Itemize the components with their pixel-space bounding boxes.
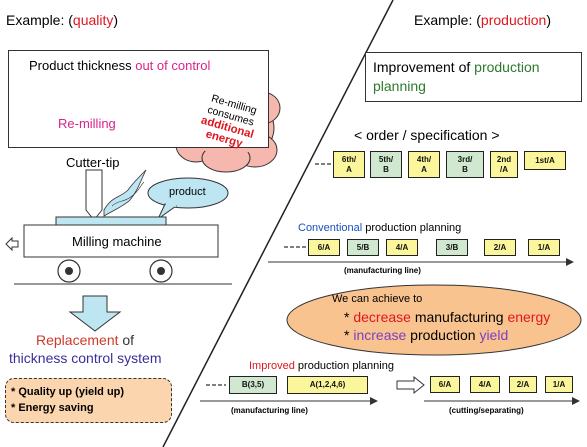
replacement-line-2: thickness control system xyxy=(9,350,162,366)
order-spec-label: < order / specification > xyxy=(354,127,500,143)
order-cell: 5th/ B xyxy=(370,151,402,178)
problem-text: Product thickness out of control xyxy=(29,58,210,73)
left-heading-suffix: ) xyxy=(113,12,119,28)
bullet-2-highlight: increase xyxy=(353,327,407,343)
bullet-2-middle: production xyxy=(406,327,480,343)
improved-suffix: production planning xyxy=(294,360,394,372)
manufacturing-line-label: (manufacturing line) xyxy=(344,266,421,275)
conventional-cell: 2/A xyxy=(484,239,516,256)
conventional-cell: 4/A xyxy=(386,239,418,256)
cutting-label: (cutting/separating) xyxy=(449,406,524,415)
benefit-1: * Quality up (yield up) xyxy=(11,386,125,398)
bullet-1: * decrease manufacturing energy xyxy=(344,309,550,325)
improvement-word: production xyxy=(474,59,540,75)
improvement-line-1: Improvement of production xyxy=(373,59,540,75)
replacement-text: Replacement of xyxy=(36,332,134,348)
conventional-cell: 3/B xyxy=(436,239,468,256)
bullet-1-star: * xyxy=(344,309,354,325)
bullet-2: * increase production yield xyxy=(344,327,508,343)
benefit-2: * Energy saving xyxy=(11,402,94,414)
problem-box xyxy=(8,50,269,148)
cutting-cell: 6/A xyxy=(430,376,460,393)
bullet-1-middle: manufacturing xyxy=(410,309,508,325)
wheel-left xyxy=(57,259,81,283)
achievement-ellipse xyxy=(286,284,582,356)
conventional-cell: 5/B xyxy=(347,239,379,256)
right-heading-suffix: ) xyxy=(546,12,551,28)
milling-machine-label: Milling machine xyxy=(72,234,162,249)
milling-machine-body xyxy=(23,224,219,258)
problem-prefix: Product thickness xyxy=(29,58,136,73)
left-heading-prefix: Example: ( xyxy=(6,12,73,28)
cutter-tip-label: Cutter-tip xyxy=(66,155,120,170)
wheel-right xyxy=(149,259,173,283)
order-cell: 1st/A xyxy=(524,151,566,170)
improved-cell: A(1,2,4,6) xyxy=(287,376,368,394)
order-cell: 6th/ A xyxy=(333,151,365,178)
bullet-1-highlight: decrease xyxy=(353,309,411,325)
product-bubble xyxy=(147,177,229,221)
conventional-word: Conventional xyxy=(298,222,363,234)
product-label: product xyxy=(169,186,206,198)
bullet-2-end: yield xyxy=(479,327,509,343)
conventional-label: Conventional production planning xyxy=(298,222,461,234)
improved-cell: B(3,5) xyxy=(229,376,277,394)
order-cell: 4th/ A xyxy=(408,151,440,178)
replacement-word: Replacement xyxy=(36,332,119,348)
conventional-suffix: production planning xyxy=(362,222,462,234)
cutting-cell: 4/A xyxy=(470,376,500,393)
cutter-tip-shape xyxy=(85,169,103,221)
right-heading-prefix: Example: ( xyxy=(414,12,481,28)
bullet-2-star: * xyxy=(344,327,354,343)
left-heading: Example: (quality) xyxy=(6,12,118,28)
improved-label: Improved production planning xyxy=(249,360,394,372)
improvement-prefix: Improvement of xyxy=(373,59,475,75)
remilling-label: Re-milling xyxy=(58,116,116,131)
cutting-cell: 2/A xyxy=(509,376,537,393)
benefit-box: * Quality up (yield up) * Energy saving xyxy=(5,378,172,423)
conventional-cell: 1/A xyxy=(528,239,560,256)
order-cell: 2nd /A xyxy=(490,151,518,178)
chip-shape xyxy=(103,169,147,217)
divider-line xyxy=(162,0,394,447)
manufacturing-line-label-2: (manufacturing line) xyxy=(231,406,308,415)
order-cell: 3rd/ B xyxy=(446,151,484,178)
right-heading-word: production xyxy=(480,12,547,28)
replacement-suffix: of xyxy=(118,332,135,348)
down-arrow-blue xyxy=(68,295,122,332)
conventional-cell: 6/A xyxy=(308,239,340,256)
cutting-cell: 1/A xyxy=(545,376,573,393)
problem-highlight: out of control xyxy=(135,58,211,73)
product-plate xyxy=(55,216,167,226)
left-heading-word: quality xyxy=(72,12,114,28)
improved-word: Improved xyxy=(249,360,295,372)
improvement-line-2: planning xyxy=(373,78,426,94)
transfer-arrow xyxy=(396,375,425,395)
right-heading: Example: (production) xyxy=(414,12,551,28)
bullet-1-end: energy xyxy=(507,309,551,325)
machine-left-arrow xyxy=(5,236,19,252)
achieve-label: We can achieve to xyxy=(332,293,423,305)
improvement-box xyxy=(365,52,582,102)
